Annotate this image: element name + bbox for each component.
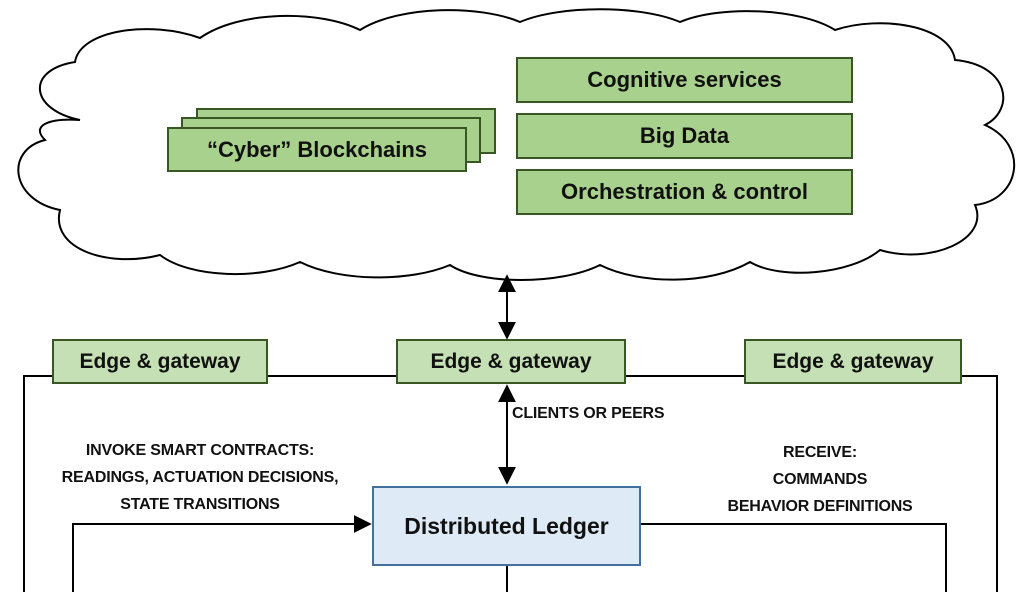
edge-gateway-right-label: Edge & gateway xyxy=(772,349,934,373)
edge-gateway-left: Edge & gateway xyxy=(52,339,268,384)
edge-gateway-right: Edge & gateway xyxy=(744,339,962,384)
distributed-ledger-box: Distributed Ledger xyxy=(372,486,641,566)
outer-frame-line xyxy=(23,375,52,592)
edge-gateway-left-label: Edge & gateway xyxy=(79,349,241,373)
orchestration-control-box: Orchestration & control xyxy=(516,169,853,215)
big-data-label: Big Data xyxy=(639,123,730,148)
receive-line xyxy=(641,523,947,592)
invoke-smart-contracts-annotation: INVOKE SMART CONTRACTS: READINGS, ACTUAT… xyxy=(24,437,376,518)
invoke-arrow xyxy=(72,515,372,592)
edge-gateway-center-label: Edge & gateway xyxy=(430,349,592,373)
big-data-box: Big Data xyxy=(516,113,853,159)
cognitive-services-label: Cognitive services xyxy=(587,67,782,92)
cognitive-services-box: Cognitive services xyxy=(516,57,853,103)
receive-line-1: RECEIVE: xyxy=(783,444,857,461)
clients-or-peers-text: CLIENTS OR PEERS xyxy=(512,405,665,422)
invoke-line-3: STATE TRANSITIONS xyxy=(120,496,280,513)
outer-frame-right xyxy=(962,375,998,592)
receive-line-2: COMMANDS xyxy=(772,471,868,488)
receive-annotation: RECEIVE: COMMANDS BEHAVIOR DEFINITIONS xyxy=(690,439,950,520)
orchestration-control-label: Orchestration & control xyxy=(561,179,808,204)
cyber-blockchains-label: “Cyber” Blockchains xyxy=(206,136,428,162)
distributed-ledger-label: Distributed Ledger xyxy=(404,512,609,539)
receive-line-3: BEHAVIOR DEFINITIONS xyxy=(727,498,913,515)
clients-or-peers-annotation: CLIENTS OR PEERS xyxy=(512,400,665,427)
invoke-line-2: READINGS, ACTUATION DECISIONS, xyxy=(61,469,339,486)
invoke-line-1: INVOKE SMART CONTRACTS: xyxy=(85,442,315,459)
edge-gateway-center: Edge & gateway xyxy=(396,339,626,384)
cyber-blockchains-box: “Cyber” Blockchains xyxy=(167,127,467,172)
